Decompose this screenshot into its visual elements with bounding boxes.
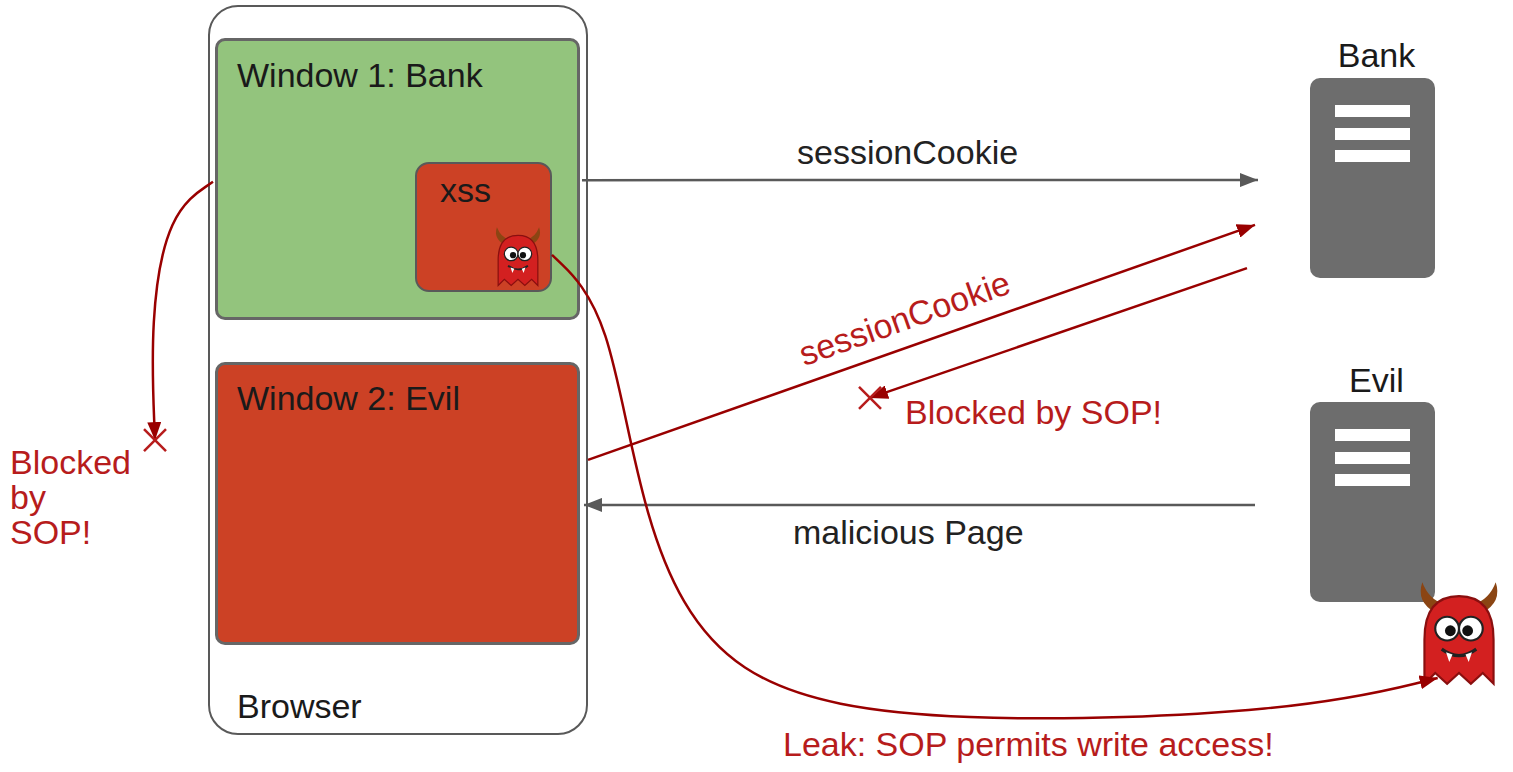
server-slot [1335, 452, 1410, 464]
box-title: Browser [237, 687, 362, 726]
box-title: xss [440, 171, 491, 210]
arrow-connector [588, 225, 1255, 460]
edge-label: sessionCookie [797, 133, 1018, 172]
arrow-connector [584, 504, 1255, 507]
devil-icon [417, 164, 418, 165]
window-box: xss Window 1: Bank [215, 38, 580, 320]
box-title: Window 2: Evil [237, 379, 460, 418]
server-slot [1335, 474, 1410, 486]
edge-label: sessionCookie [794, 263, 1015, 374]
server-node: Bank [1310, 30, 1443, 278]
devil-icon [1310, 358, 1311, 359]
server-slot [1335, 150, 1410, 162]
arrow-connector [582, 179, 1258, 182]
arrow-connector [552, 255, 1438, 718]
box-title: Window 1: Bank [237, 56, 483, 95]
edge-label: malicious Page [793, 513, 1024, 552]
browser-frame: xss Window 1: BankWindow 2: EvilBrowser [208, 5, 588, 735]
server-node: Evil [1310, 358, 1443, 603]
server-slot [1335, 429, 1410, 441]
server-body [1310, 78, 1435, 278]
devil-figure [496, 227, 540, 285]
server-heading: Evil [1310, 361, 1443, 400]
server-slot [1335, 128, 1410, 140]
blocked-cross [144, 429, 166, 451]
edge-label: Leak: SOP permits write access! [783, 725, 1274, 764]
xss-box: xss [415, 162, 552, 292]
arrow-connector [870, 268, 1247, 398]
window-box: Window 2: Evil [215, 362, 580, 645]
server-heading: Bank [1310, 36, 1443, 75]
blocked-cross [859, 387, 881, 409]
devil-figure [1421, 582, 1498, 684]
server-body [1310, 402, 1435, 602]
server-slot [1335, 105, 1410, 117]
arrow-connector [153, 182, 213, 440]
edge-label: Blocked by SOP! [10, 445, 135, 550]
edge-label: Blocked by SOP! [905, 393, 1162, 432]
